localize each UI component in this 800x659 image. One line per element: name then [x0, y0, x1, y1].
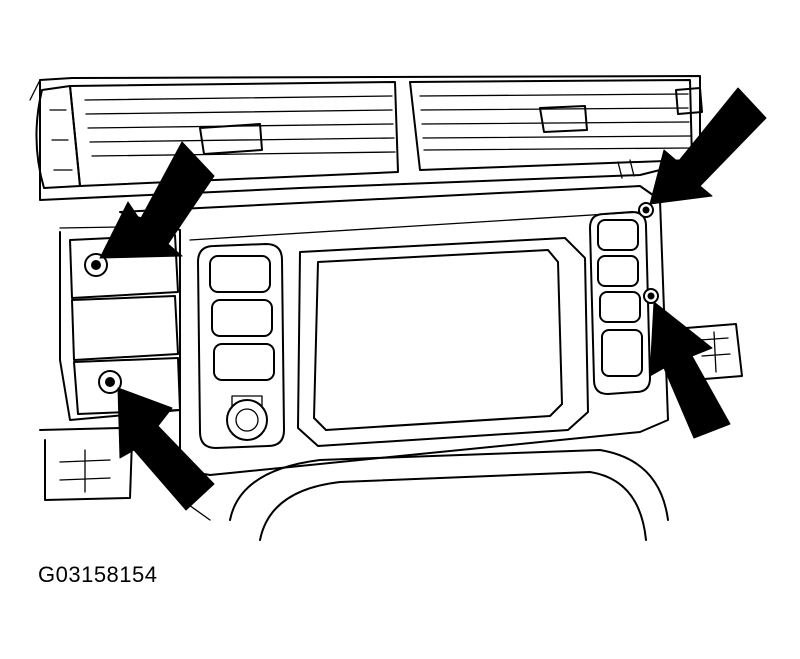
pointer-arrows: [99, 87, 767, 511]
power-point-socket: [226, 399, 268, 441]
left-switch-column: [197, 243, 285, 449]
upper-dash-vents: [29, 75, 703, 201]
right-switch-1: [597, 219, 639, 251]
right-switch-4: [601, 329, 643, 377]
switch-button-1: [209, 255, 271, 293]
right-air-vent: [409, 79, 703, 179]
fastener-screws: [84, 202, 659, 394]
figure-reference-code: G03158154: [38, 562, 158, 587]
switch-button-3: [213, 343, 275, 381]
right-switch-3: [599, 291, 641, 323]
switch-button-2: [211, 299, 273, 337]
center-display-recess: [297, 237, 589, 447]
right-switch-column: [589, 211, 651, 395]
lower-console: [39, 427, 669, 541]
right-switch-2: [597, 255, 639, 287]
arrow-lower-left: [117, 387, 215, 511]
arrow-upper-right: [649, 87, 767, 205]
arrow-upper-left: [99, 141, 215, 259]
arrow-lower-right: [649, 301, 731, 439]
left-air-vent: [35, 81, 399, 189]
